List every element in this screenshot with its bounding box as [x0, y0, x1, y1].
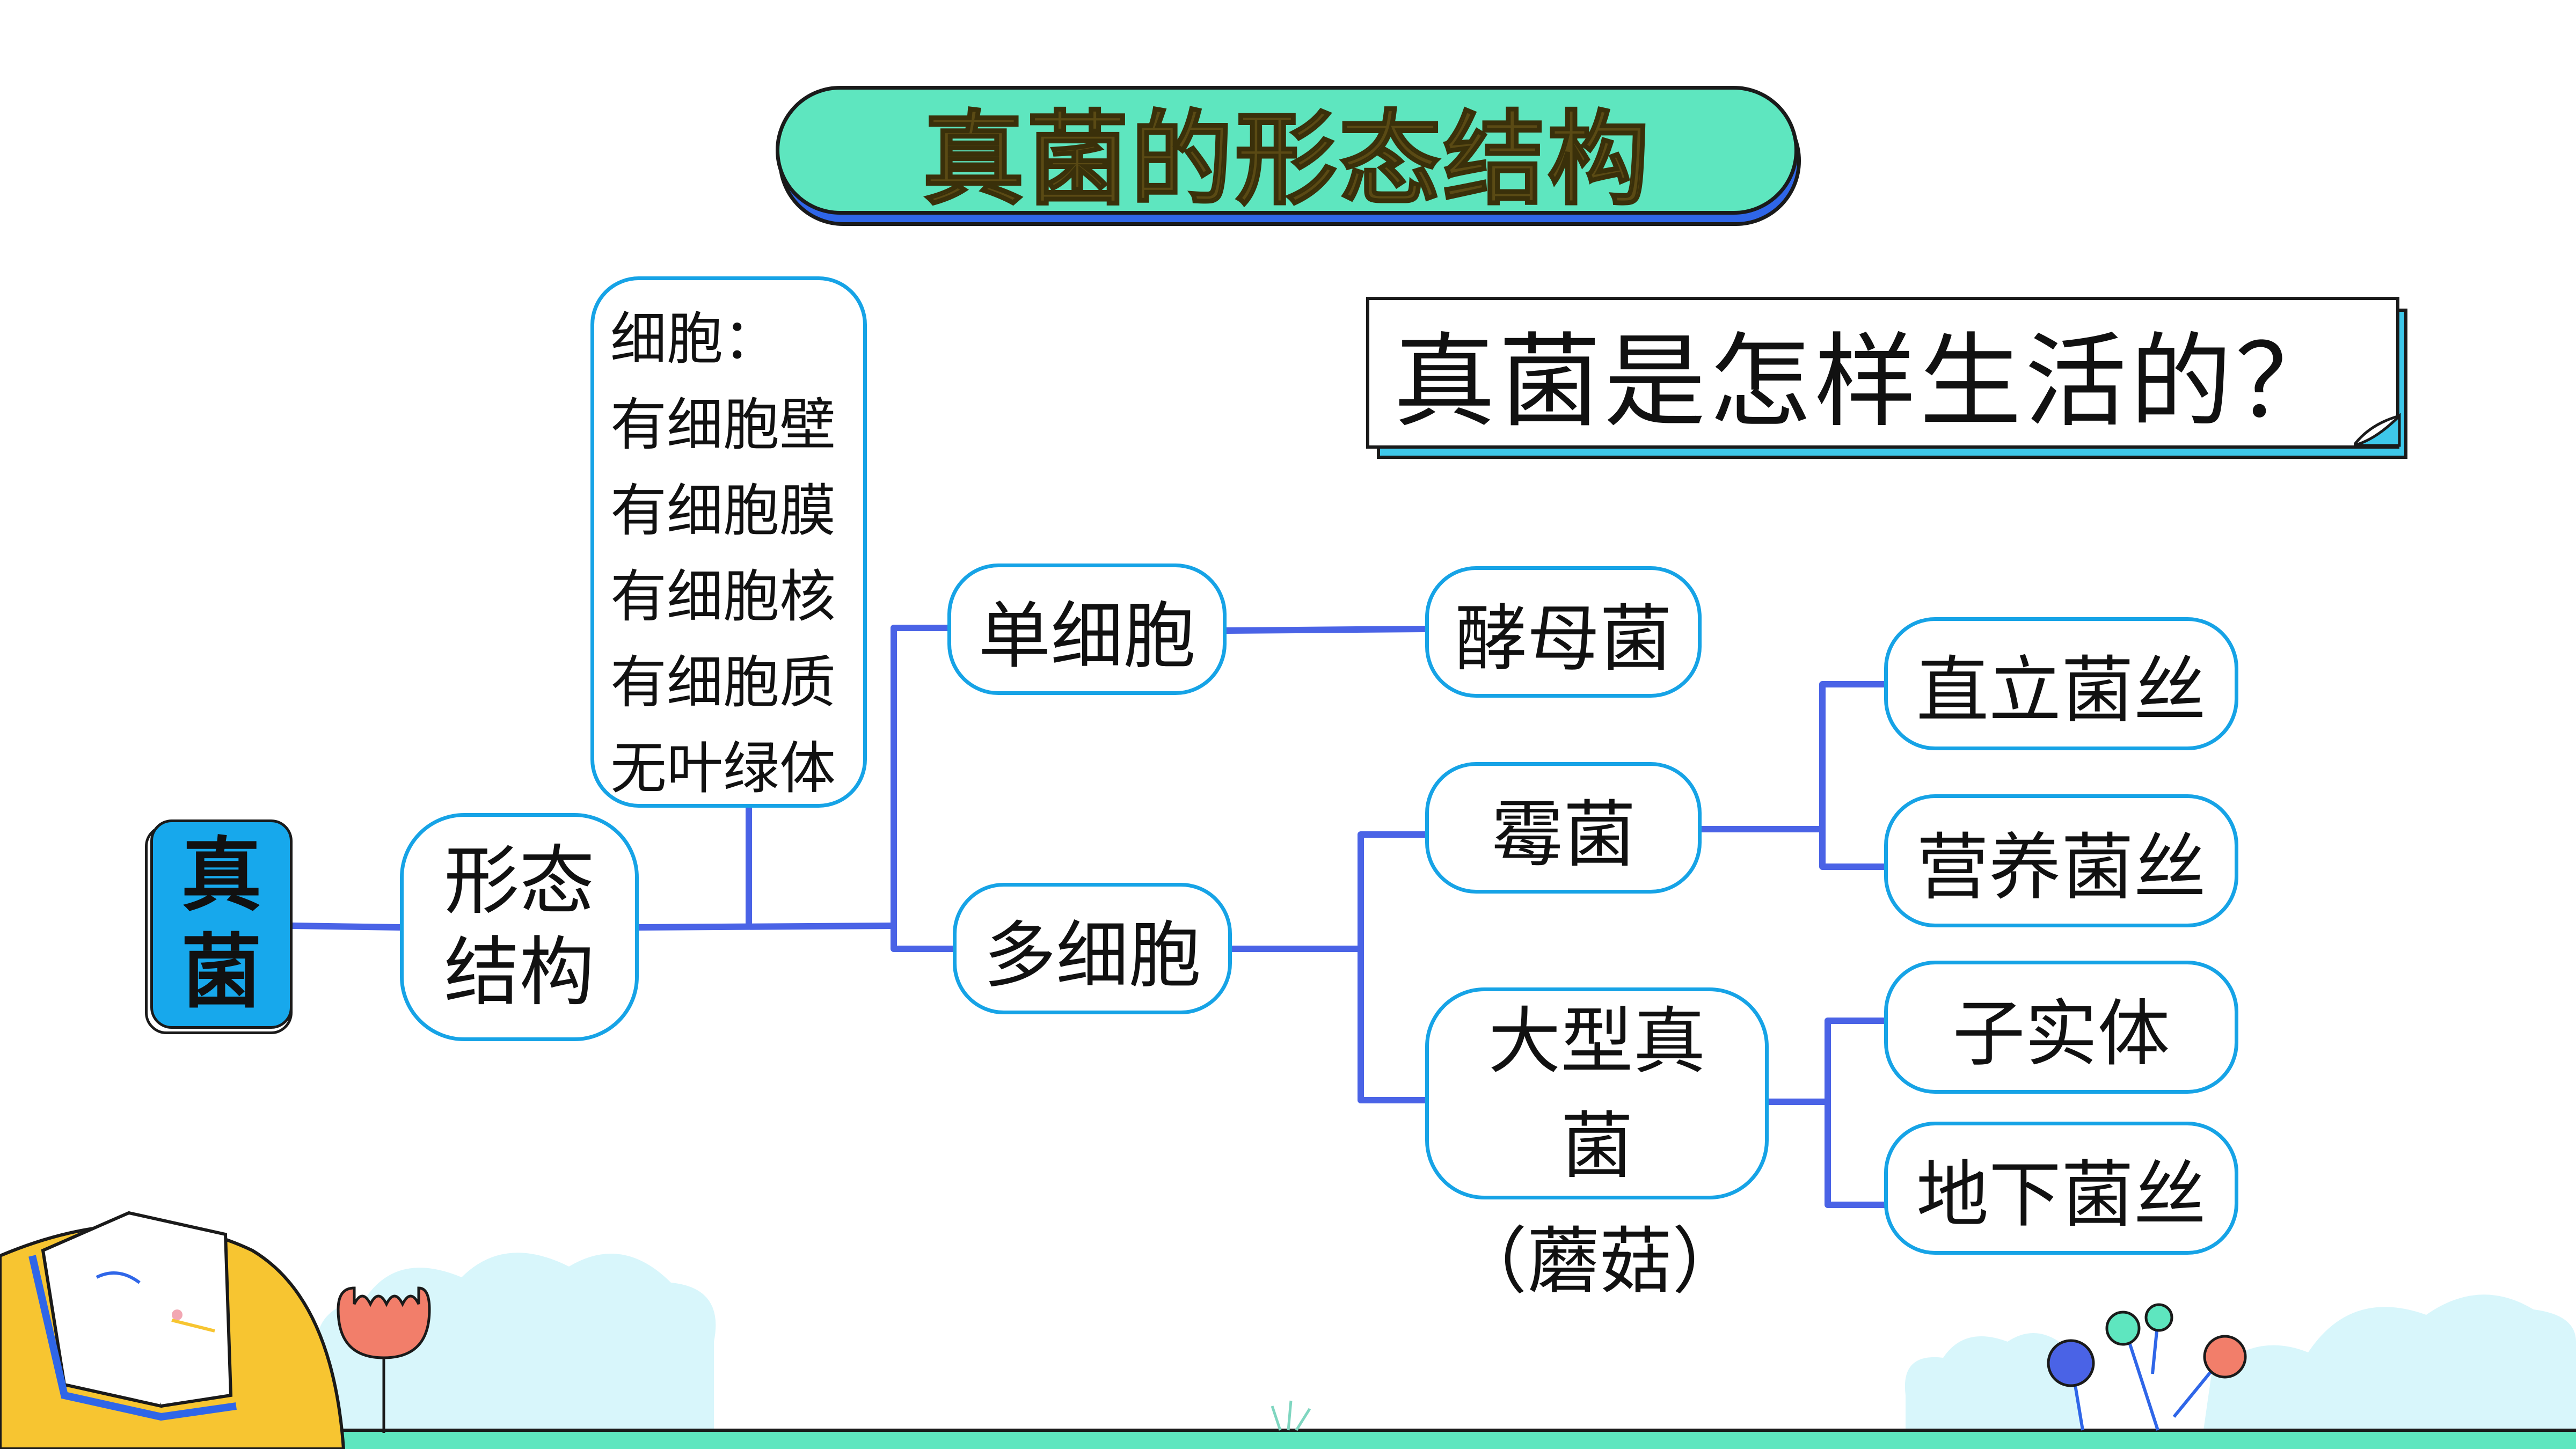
- cell-structure-box: 细胞： 有细胞壁 有细胞膜 有细胞核 有细胞质 无叶绿体: [590, 276, 867, 808]
- title-banner: 真菌的形态结构: [776, 86, 1798, 219]
- question-note: 真菌是怎样生活的？: [1366, 297, 2399, 449]
- root-node: 真 菌: [150, 819, 293, 1029]
- underground-hyphae-label: 地下菌丝: [1916, 1153, 2206, 1237]
- large-fungi-line2: 菌: [1560, 1103, 1633, 1188]
- cell-item: 有细胞壁: [610, 392, 836, 458]
- open-book-icon: [0, 1211, 346, 1449]
- cell-item: 无叶绿体: [610, 736, 836, 801]
- unicellular-node: 单细胞: [947, 564, 1227, 695]
- nutritive-hyphae-node: 营养菌丝: [1884, 794, 2238, 927]
- mushroom-note: （蘑菇）: [1455, 1219, 1745, 1304]
- connector-uni-yeast: [1223, 626, 1428, 634]
- nutritive-hyphae-label: 营养菌丝: [1916, 825, 2206, 910]
- mold-node: 霉菌: [1425, 762, 1702, 894]
- unicellular-label: 单细胞: [978, 594, 1196, 678]
- morphology-line1: 形态: [444, 837, 595, 925]
- tulip-flower-icon: [337, 1286, 431, 1433]
- cell-item: 有细胞核: [610, 564, 836, 630]
- cell-item: 有细胞膜: [610, 478, 836, 544]
- fruiting-body-label: 子实体: [1952, 992, 2170, 1076]
- large-fungi-line1: 大型真: [1488, 999, 1706, 1084]
- morphology-node: 形态 结构: [400, 813, 639, 1041]
- connector-branch-cells: [891, 625, 956, 952]
- question-text: 真菌是怎样生活的？: [1393, 323, 2341, 441]
- connector-morph-trunk: [636, 923, 897, 931]
- page-title: 真菌的形态结构: [922, 99, 1652, 219]
- connector-mold-hyphae: [1698, 681, 1887, 870]
- cell-heading: 细胞：: [610, 306, 780, 372]
- multicellular-node: 多细胞: [953, 883, 1232, 1014]
- mold-label: 霉菌: [1491, 792, 1636, 877]
- connector-large-hyphae: [1765, 1018, 1887, 1208]
- connector-root-morph: [289, 923, 403, 931]
- yeast-label: 酵母菌: [1455, 596, 1672, 681]
- grass-icon: [1271, 1400, 1311, 1431]
- underground-hyphae-node: 地下菌丝: [1884, 1122, 2238, 1255]
- erect-hyphae-label: 直立菌丝: [1916, 648, 2206, 733]
- connector-multi-branch: [1229, 831, 1428, 1103]
- morphology-line2: 结构: [444, 928, 595, 1016]
- cell-item: 有细胞质: [610, 650, 836, 715]
- multicellular-label: 多细胞: [983, 913, 1201, 998]
- fruiting-body-node: 子实体: [1884, 961, 2238, 1094]
- root-line2: 菌: [181, 926, 262, 1019]
- root-line1: 真: [181, 829, 262, 923]
- large-fungi-node: 大型真 菌: [1425, 987, 1769, 1199]
- yeast-node: 酵母菌: [1425, 566, 1702, 698]
- erect-hyphae-node: 直立菌丝: [1884, 617, 2238, 750]
- ground-strip: [0, 1430, 2576, 1449]
- page-curl-icon: [2354, 413, 2401, 447]
- lollipop-tree-icon: [2047, 1303, 2247, 1431]
